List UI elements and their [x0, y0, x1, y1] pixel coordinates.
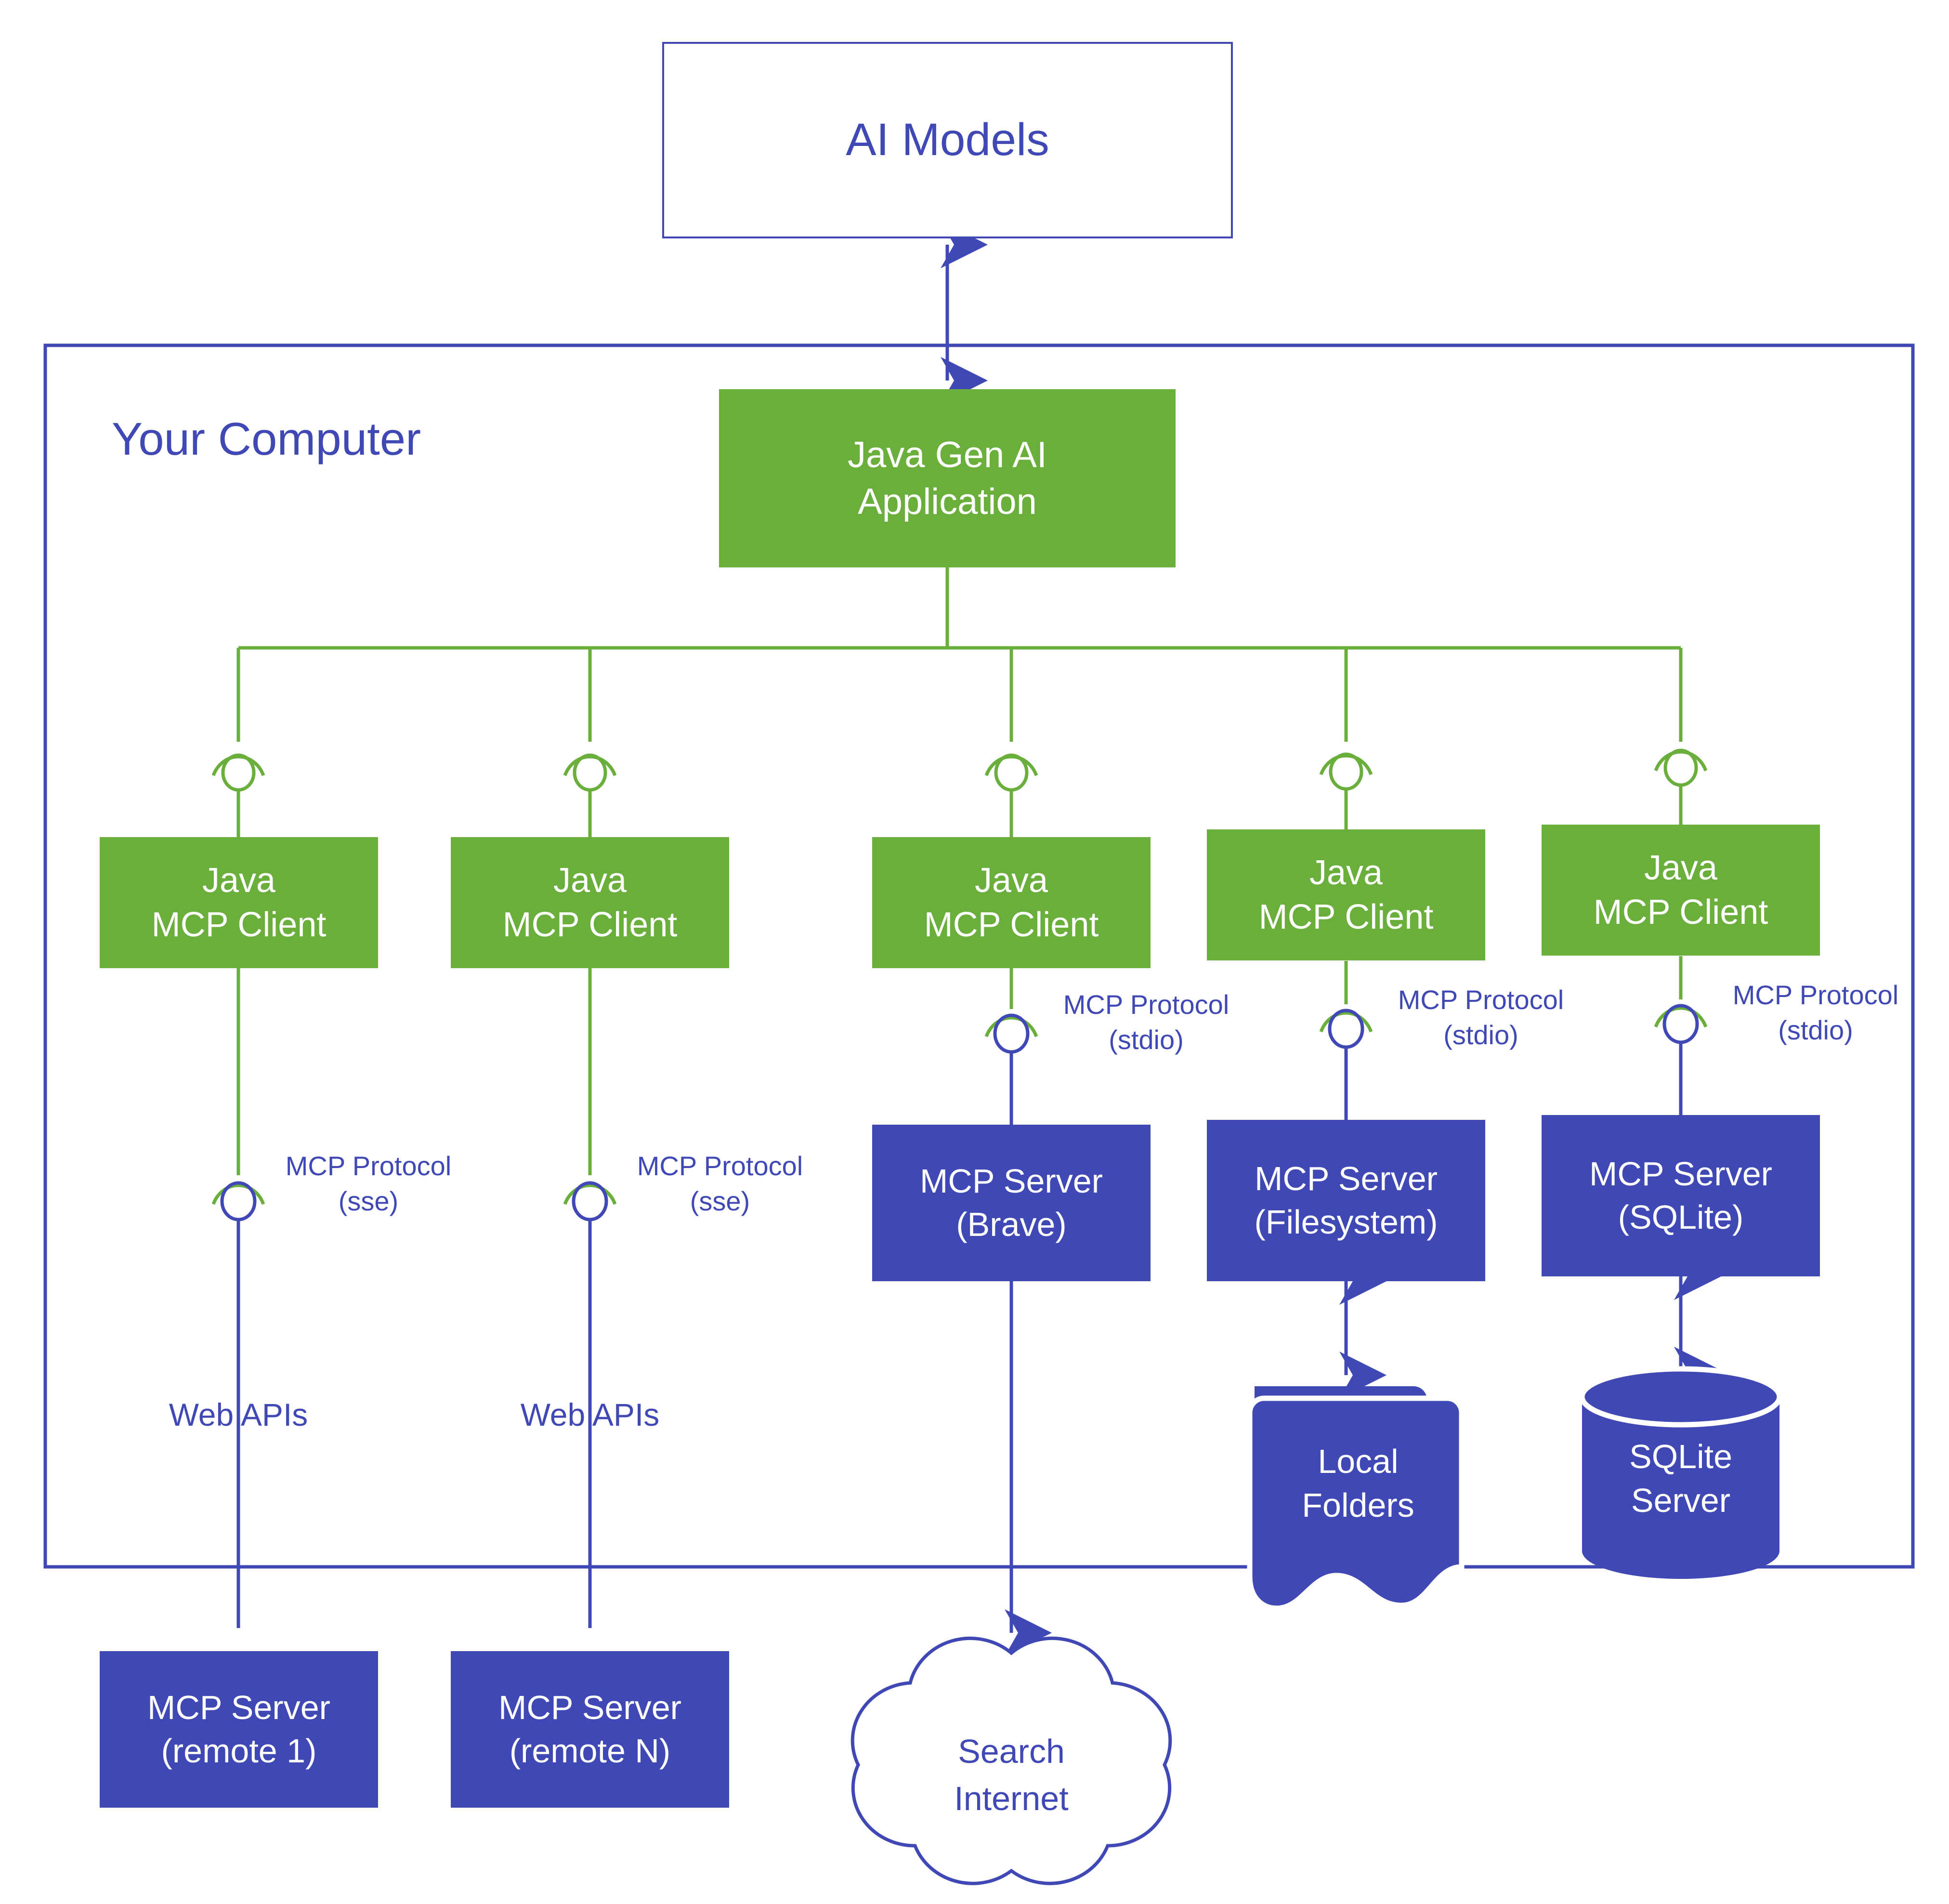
- socket-connector-client-2: [563, 753, 617, 838]
- protocol-transport-sse-1: (sse): [338, 1185, 399, 1216]
- mcp-protocol-stdio-label-3: MCP Protocol (stdio): [1705, 978, 1926, 1048]
- sqlite-cylinder-shape: [1579, 1366, 1782, 1579]
- mcp-server-sqlite-box[interactable]: MCP Server (SQLite): [1542, 1115, 1820, 1276]
- mcp-server-remote-n-box[interactable]: MCP Server (remote N): [451, 1651, 729, 1808]
- your-computer-label: Your Computer: [112, 413, 421, 465]
- protocol-name-sse-1: MCP Protocol: [285, 1151, 452, 1181]
- mcp-protocol-stdio-label-2: MCP Protocol (stdio): [1370, 983, 1592, 1053]
- protocol-name-1: MCP Protocol: [1063, 989, 1230, 1020]
- mcp-server-remote-1-box[interactable]: MCP Server (remote 1): [100, 1651, 378, 1808]
- connector-sse-1: [211, 1181, 265, 1628]
- protocol-transport-1: (stdio): [1109, 1024, 1184, 1055]
- search-internet-cloud-shape: [850, 1636, 1172, 1885]
- mcp-protocol-stdio-label-1: MCP Protocol (stdio): [1035, 987, 1257, 1058]
- protocol-transport-2: (stdio): [1443, 1019, 1518, 1050]
- socket-connector-client-5: [1654, 748, 1708, 825]
- local-folders-shape: [1247, 1386, 1465, 1611]
- protocol-name-2: MCP Protocol: [1398, 985, 1564, 1015]
- java-gen-ai-application-box[interactable]: Java Gen AI Application: [719, 389, 1176, 567]
- connector-stdio-1: [984, 1013, 1038, 1125]
- java-mcp-client-box-2[interactable]: Java MCP Client: [451, 837, 729, 968]
- protocol-name-3: MCP Protocol: [1732, 980, 1899, 1010]
- connector-stdio-3: [1654, 1004, 1708, 1115]
- java-mcp-client-box-5[interactable]: Java MCP Client: [1542, 825, 1820, 956]
- mcp-server-brave-box[interactable]: MCP Server (Brave): [872, 1125, 1151, 1281]
- connector-stdio-2: [1319, 1009, 1373, 1120]
- protocol-transport-sse-2: (sse): [690, 1185, 750, 1216]
- java-mcp-client-box-1[interactable]: Java MCP Client: [100, 837, 378, 968]
- mcp-protocol-sse-label-1: MCP Protocol (sse): [265, 1149, 472, 1219]
- sqlite-server-label: SQLite Server: [1629, 1438, 1732, 1519]
- web-apis-label-1: Web APIs: [169, 1397, 308, 1432]
- web-apis-label-2: Web APIs: [520, 1397, 660, 1432]
- mcp-protocol-sse-label-2: MCP Protocol (sse): [616, 1149, 824, 1219]
- local-folders-label: Local Folders: [1302, 1443, 1414, 1524]
- protocol-transport-3: (stdio): [1778, 1014, 1853, 1045]
- socket-connector-client-4: [1319, 752, 1373, 831]
- socket-connector-client-1: [211, 753, 265, 838]
- java-mcp-client-box-4[interactable]: Java MCP Client: [1207, 829, 1485, 960]
- ai-models-box[interactable]: AI Models: [662, 42, 1233, 238]
- java-mcp-client-box-3[interactable]: Java MCP Client: [872, 837, 1151, 968]
- protocol-name-sse-2: MCP Protocol: [637, 1151, 803, 1181]
- socket-connector-client-3: [984, 753, 1038, 838]
- search-internet-label: Search Internet: [954, 1733, 1069, 1817]
- mcp-server-filesystem-box[interactable]: MCP Server (Filesystem): [1207, 1120, 1485, 1281]
- connector-sse-2: [563, 1181, 617, 1628]
